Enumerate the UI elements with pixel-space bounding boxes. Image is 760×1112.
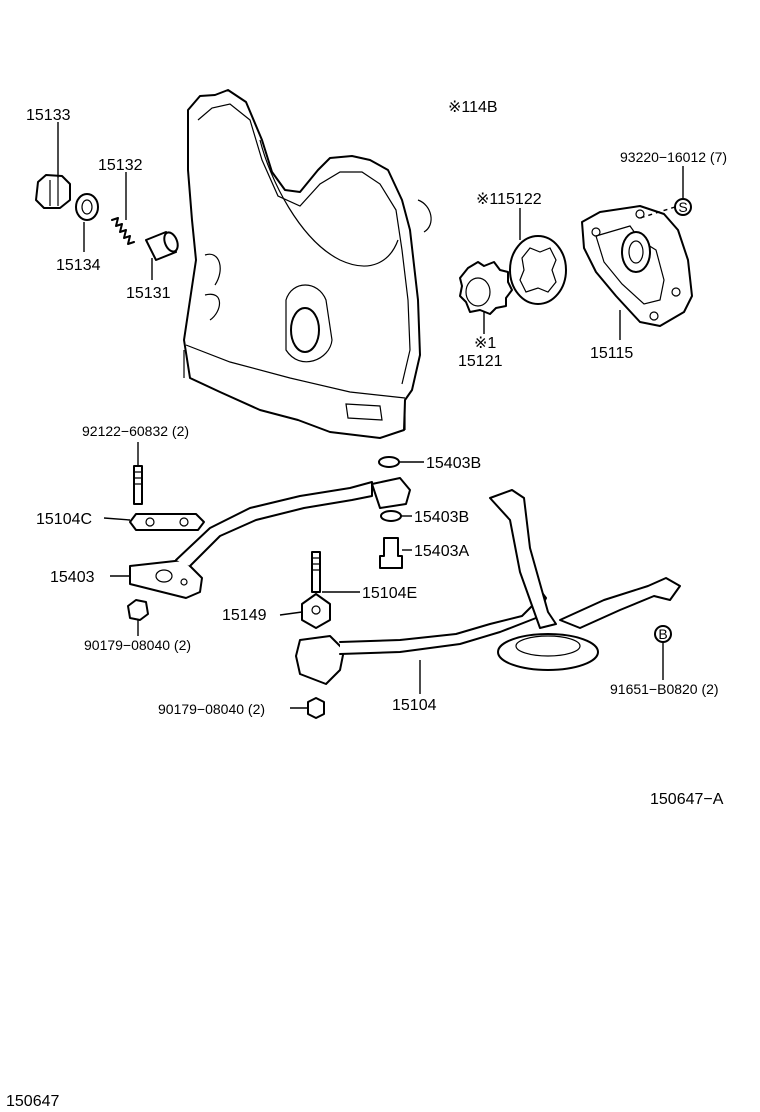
label-15104e: 15104E [362, 585, 417, 602]
label-92122: 92122−60832 (2) [82, 423, 189, 439]
label-15133: 15133 [26, 107, 71, 124]
label-15132: 15132 [98, 157, 143, 174]
label-114b: ※114B [448, 99, 498, 116]
gasket-15134 [75, 193, 99, 221]
pump-cover-15115 [581, 205, 693, 327]
label-90179-b: 90179−08040 (2) [158, 701, 265, 717]
label-15403b-top: 15403B [426, 455, 481, 472]
relief-plug-15133 [35, 174, 71, 209]
gasket-15104c [129, 513, 205, 531]
relief-valve-15131 [145, 231, 179, 261]
label-115122: ※115122 [476, 191, 542, 208]
pipe-fitting-upper [371, 477, 411, 509]
label-15104c: 15104C [36, 511, 92, 528]
svg-text:B: B [658, 626, 667, 642]
stud-15104e [311, 551, 321, 593]
label-15403a: 15403A [414, 543, 469, 560]
gasket-15149 [301, 593, 331, 629]
label-15104: 15104 [392, 697, 437, 714]
label-90179-a: 90179−08040 (2) [84, 637, 191, 653]
nut-90179-b [307, 697, 325, 719]
driven-rotor-115122 [509, 235, 567, 305]
marker-b: B [654, 625, 672, 643]
drive-rotor-15121 [459, 261, 513, 315]
nut-90179-a [127, 599, 149, 621]
label-15121: 15121 [458, 353, 503, 370]
spring-15132 [111, 217, 135, 245]
label-star1: ※1 [474, 335, 496, 352]
svg-text:S: S [678, 199, 687, 215]
washer-15403b-top [378, 456, 400, 468]
label-93220: 93220−16012 (7) [620, 149, 727, 165]
bolt-15403a [379, 537, 403, 569]
leader-lines [57, 122, 684, 709]
label-15134: 15134 [56, 257, 101, 274]
timing-cover [183, 89, 432, 439]
label-15131: 15131 [126, 285, 171, 302]
washer-15403b-mid [380, 510, 402, 522]
label-15403: 15403 [50, 569, 95, 586]
stud-92122 [133, 465, 143, 505]
label-15149: 15149 [222, 607, 267, 624]
oil-strainer-15104 [489, 489, 681, 671]
label-91651: 91651−B0820 (2) [610, 681, 719, 697]
label-15403b-mid: 15403B [414, 509, 469, 526]
label-15115: 15115 [590, 345, 633, 362]
marker-s: S [674, 198, 692, 216]
figure-id: 150647 [6, 1093, 59, 1110]
figure-id-a: 150647−A [650, 791, 724, 808]
